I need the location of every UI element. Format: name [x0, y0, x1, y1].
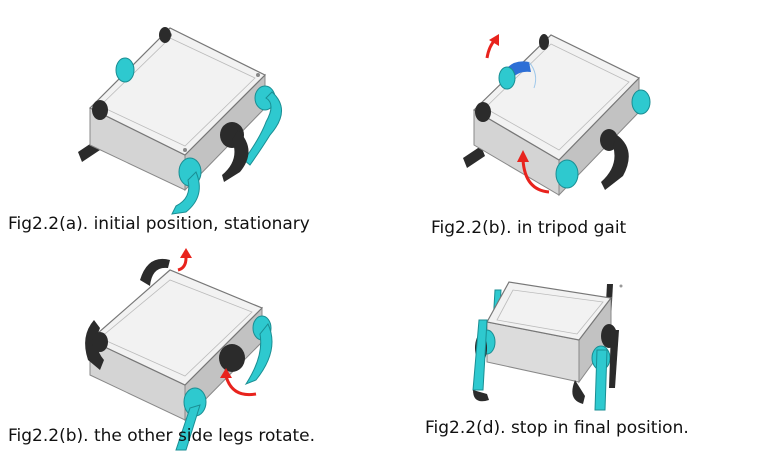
robot-illustration-c	[85, 248, 273, 451]
figure-b-caption: Fig2.2(b). in tripod gait	[431, 218, 627, 238]
red-arrow-bottom	[224, 375, 257, 397]
red-arrow-top	[177, 257, 188, 272]
figure-a-caption: Fig2.2(a). initial position, stationary	[8, 214, 310, 234]
figure-b: Fig2.2(b). in tripod gait	[379, 0, 758, 240]
robot-illustration-d	[472, 281, 623, 411]
figure-c-caption: Fig2.2(b). the other side legs rotate.	[8, 426, 316, 446]
figure-d: Fig2.2(d). stop in final position.	[379, 240, 758, 460]
figure-a: Fig2.2(a). initial position, stationary	[0, 0, 379, 240]
figure-d-caption: Fig2.2(d). stop in final position.	[425, 418, 689, 438]
robot-illustration-a	[78, 27, 282, 215]
red-arrow-bottom	[521, 159, 550, 194]
robot-illustration-b	[463, 34, 651, 197]
figure-c: Fig2.2(b). the other side legs rotate.	[0, 240, 379, 460]
